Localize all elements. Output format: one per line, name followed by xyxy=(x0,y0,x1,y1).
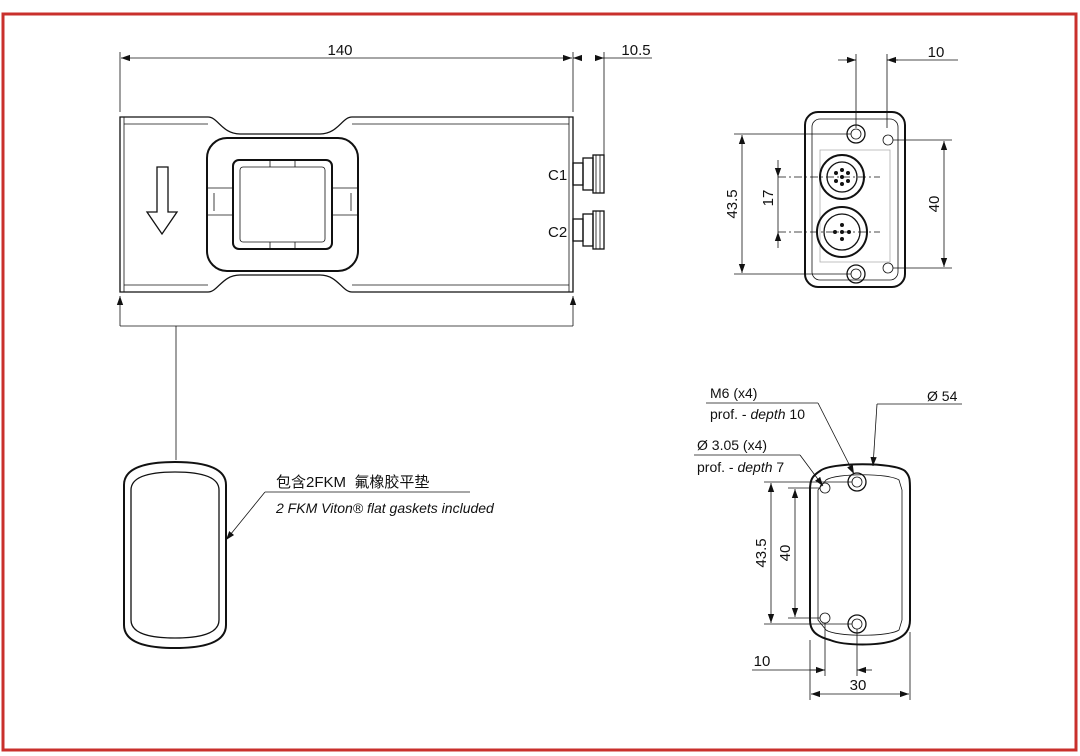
dim-140: 140 xyxy=(327,42,352,59)
gasket-inner xyxy=(130,471,220,639)
gasket-label-en: 2 FKM Viton® flat gaskets included xyxy=(275,500,495,516)
dim-bottom-30: 30 xyxy=(850,677,867,694)
dim-end-10: 10 xyxy=(928,44,945,61)
load-cell-body xyxy=(119,116,574,293)
dim-end-40: 40 xyxy=(926,196,943,213)
connector-c2 xyxy=(572,210,605,250)
load-direction-arrow-icon xyxy=(145,166,179,236)
bottom-pin-hole-top xyxy=(819,482,831,494)
m6-depth-label: prof. - depth 10 xyxy=(710,406,805,422)
dim-end-17: 17 xyxy=(760,190,777,207)
dim-10-5: 10.5 xyxy=(621,42,650,59)
dim-bottom-10: 10 xyxy=(754,653,771,670)
bending-beam-inner xyxy=(232,159,333,250)
gasket-outline xyxy=(123,460,227,650)
bottom-pin-hole-bottom xyxy=(819,612,831,624)
bottom-view: M6 (x4) prof. - depth 10 Ø 54 Ø 3.05 (x4… xyxy=(694,385,962,700)
connector-c1 xyxy=(572,154,605,194)
label-c2: C2 xyxy=(548,224,567,241)
hole-depth-label: prof. - depth 7 xyxy=(697,459,784,475)
gasket-label-cn: 包含2FKM 氟橡胶平垫 xyxy=(276,474,429,491)
m6-label: M6 (x4) xyxy=(710,385,757,401)
hole-3-05-label: Ø 3.05 (x4) xyxy=(697,437,767,453)
dim-bottom-40: 40 xyxy=(777,545,794,562)
dim-bottom-43-5: 43.5 xyxy=(753,538,770,567)
gasket-view: 包含2FKM 氟橡胶平垫 2 FKM Viton® flat gaskets i… xyxy=(123,460,495,650)
bending-beam-outer xyxy=(206,137,359,272)
bottom-body xyxy=(809,463,911,646)
drawing-frame xyxy=(1,12,1078,752)
side-view: 140 10.5 xyxy=(116,42,652,460)
end-body xyxy=(804,111,906,288)
label-c1: C1 xyxy=(548,167,567,184)
end-view: 10 43.5 xyxy=(724,44,958,288)
dia-54-label: Ø 54 xyxy=(927,388,958,404)
dim-end-43-5: 43.5 xyxy=(724,189,741,218)
